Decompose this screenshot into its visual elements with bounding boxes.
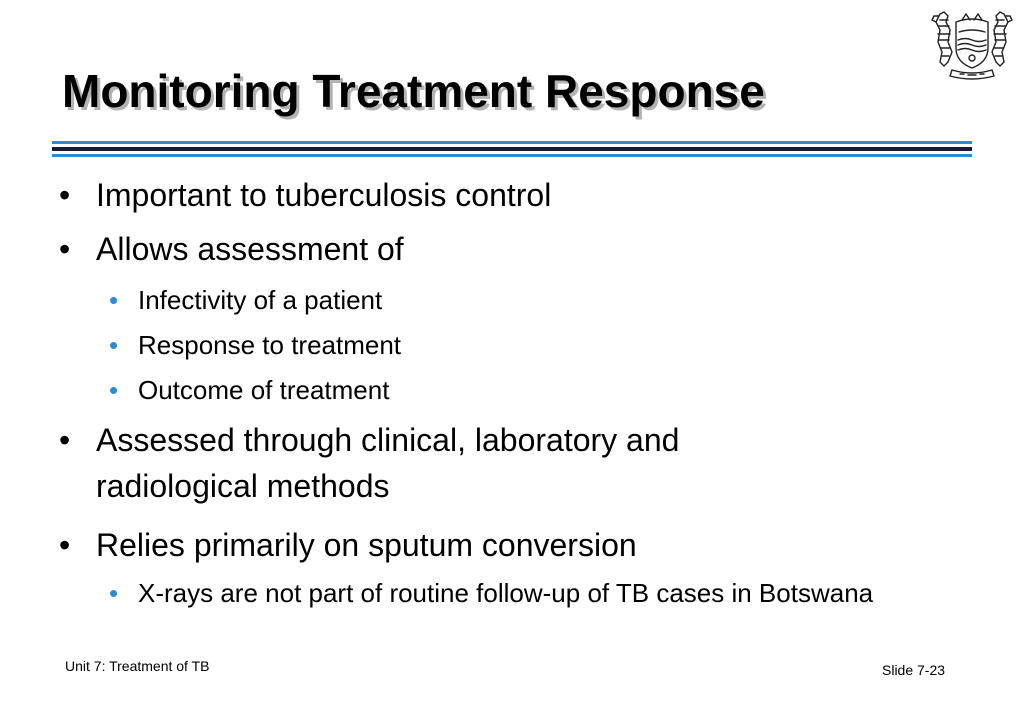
footer-unit-label: Unit 7: Treatment of TB	[65, 658, 210, 674]
bullet-text: Assessed through clinical, laboratory an…	[96, 422, 680, 504]
sub-bullet-icon: •	[109, 578, 119, 608]
title-rule-bottom	[52, 154, 972, 157]
sub-bullet-text: Infectivity of a patient	[138, 285, 383, 315]
slide-number: Slide 7-23	[882, 662, 946, 678]
sub-bullet-icon: •	[109, 285, 119, 315]
title-rule-top	[52, 141, 972, 144]
sub-bullet-text: Response to treatment	[138, 330, 402, 360]
title-rule-middle	[52, 147, 972, 151]
bullet-icon: •	[59, 527, 71, 563]
sub-bullet-text: Outcome of treatment	[138, 375, 390, 405]
bullet-text: Relies primarily on sputum conversion	[96, 527, 637, 563]
bullet-icon: •	[59, 177, 71, 213]
sub-bullet-icon: •	[109, 330, 119, 360]
bullet-text: Allows assessment of	[96, 231, 404, 267]
slide-title: Monitoring Treatment Response	[62, 65, 765, 117]
sub-bullet-icon: •	[109, 375, 119, 405]
bullet-icon: •	[59, 231, 71, 267]
bullet-text: Important to tuberculosis control	[96, 177, 552, 213]
botswana-coat-of-arms-icon	[926, 8, 1018, 80]
bullet-icon: •	[59, 422, 71, 458]
sub-bullet-text: X-rays are not part of routine follow-up…	[138, 578, 874, 608]
